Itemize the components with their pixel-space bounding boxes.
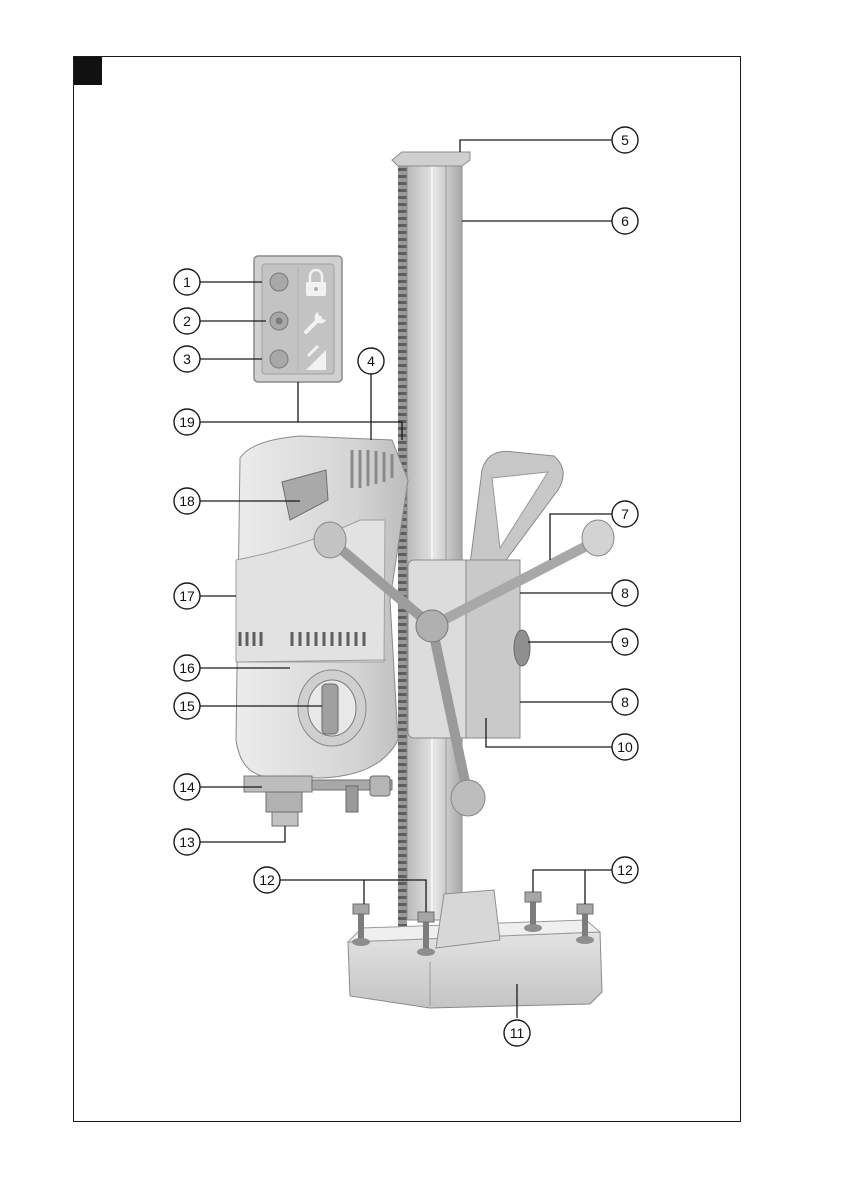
callout-7: 7	[612, 501, 638, 527]
leveling-screw	[524, 892, 542, 932]
svg-text:18: 18	[179, 493, 195, 509]
callout-12-left: 12	[254, 867, 280, 893]
svg-text:19: 19	[179, 414, 195, 430]
callout-4: 4	[358, 348, 384, 374]
base-plate	[348, 890, 602, 1008]
callout-1: 1	[174, 269, 200, 295]
callout-8-lower: 8	[612, 689, 638, 715]
callout-6: 6	[612, 208, 638, 234]
callout-19: 19	[174, 409, 200, 435]
callout-14: 14	[174, 774, 200, 800]
svg-text:8: 8	[621, 694, 629, 710]
svg-text:15: 15	[179, 698, 195, 714]
svg-text:1: 1	[183, 274, 191, 290]
gear-selector	[298, 670, 366, 746]
svg-text:12: 12	[617, 862, 633, 878]
callout-17: 17	[174, 583, 200, 609]
callout-8-upper: 8	[612, 580, 638, 606]
status-panel-inset	[254, 256, 342, 382]
callout-12-right: 12	[612, 857, 638, 883]
water-connection	[312, 776, 392, 812]
svg-text:4: 4	[367, 353, 375, 369]
svg-text:13: 13	[179, 834, 195, 850]
callout-5: 5	[612, 127, 638, 153]
core-drill-motor	[236, 436, 408, 826]
drill-spindle	[266, 792, 302, 826]
callout-13: 13	[174, 829, 200, 855]
lever-hub	[416, 610, 448, 642]
svg-text:3: 3	[183, 351, 191, 367]
callout-2: 2	[174, 308, 200, 334]
svg-text:5: 5	[621, 132, 629, 148]
callout-18: 18	[174, 488, 200, 514]
column-foot	[436, 890, 500, 948]
svg-text:10: 10	[617, 739, 633, 755]
callout-3: 3	[174, 346, 200, 372]
callout-16: 16	[174, 655, 200, 681]
svg-text:9: 9	[621, 634, 629, 650]
svg-text:14: 14	[179, 779, 195, 795]
column-cap	[392, 152, 470, 166]
callout-11: 11	[504, 1020, 530, 1046]
indicator-led-1	[270, 273, 288, 291]
gearbox-flange	[244, 776, 312, 792]
svg-text:2: 2	[183, 313, 191, 329]
svg-text:8: 8	[621, 585, 629, 601]
svg-text:12: 12	[259, 872, 275, 888]
callout-9: 9	[612, 629, 638, 655]
svg-text:16: 16	[179, 660, 195, 676]
clamp-knob	[514, 630, 530, 666]
callout-10: 10	[612, 734, 638, 760]
gear-rack	[398, 165, 407, 955]
svg-text:6: 6	[621, 213, 629, 229]
svg-text:17: 17	[179, 588, 195, 604]
indicator-led-3	[270, 350, 288, 368]
column	[392, 152, 470, 955]
leveling-screw	[352, 904, 370, 946]
callout-15: 15	[174, 693, 200, 719]
svg-text:7: 7	[621, 506, 629, 522]
svg-text:11: 11	[510, 1025, 525, 1041]
